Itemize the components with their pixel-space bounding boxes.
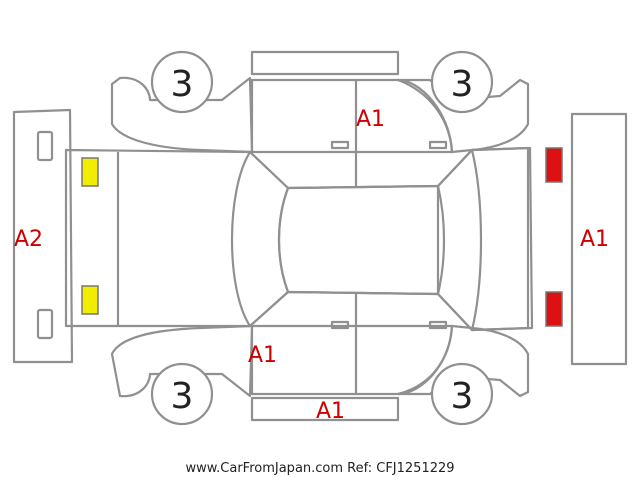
damage-label-roof-side: A1 <box>356 107 385 132</box>
front-bumper-slot-bottom <box>36 308 54 340</box>
top-front-fender <box>110 76 254 154</box>
top-rear-quarter <box>396 78 530 154</box>
top-rear-handle <box>428 140 448 150</box>
front-lamp-top <box>81 157 99 187</box>
tire-grade-front-right: 3 <box>171 376 194 417</box>
front-bumper <box>12 108 74 364</box>
top-rocker-panel <box>250 50 400 76</box>
bottom-rocker-panel <box>250 396 400 422</box>
rear-lamp-bottom <box>545 291 563 327</box>
bottom-front-fender <box>110 324 254 398</box>
tailgate <box>471 146 530 332</box>
rear-bumper <box>570 112 628 366</box>
rear-right-wheel <box>430 362 494 426</box>
rear-window <box>436 148 483 332</box>
roof <box>277 184 440 296</box>
front-right-wheel <box>150 362 214 426</box>
front-left-wheel <box>150 50 214 114</box>
bottom-rear-handle <box>428 320 448 330</box>
front-bumper-slot-top <box>36 130 54 162</box>
rear-lamp-top <box>545 147 563 183</box>
bottom-rear-quarter <box>396 324 530 398</box>
damage-label-front-bumper: A2 <box>14 227 43 252</box>
damage-label-rear-bumper: A1 <box>580 227 609 252</box>
top-front-handle <box>330 140 350 150</box>
damage-label-bottom-panel: A1 <box>316 399 345 424</box>
tire-grade-rear-left: 3 <box>451 64 474 105</box>
rear-left-wheel <box>430 50 494 114</box>
front-lamp-bottom <box>81 285 99 315</box>
tire-grade-rear-right: 3 <box>451 376 474 417</box>
bottom-front-handle <box>330 320 350 330</box>
footer-reference: www.CarFromJapan.com Ref: CFJ1251229 <box>185 461 454 476</box>
car-body-outline <box>64 146 534 332</box>
damage-label-left-rocker: A1 <box>248 343 277 368</box>
top-side-doors <box>250 78 454 154</box>
tire-grade-front-left: 3 <box>171 64 194 105</box>
